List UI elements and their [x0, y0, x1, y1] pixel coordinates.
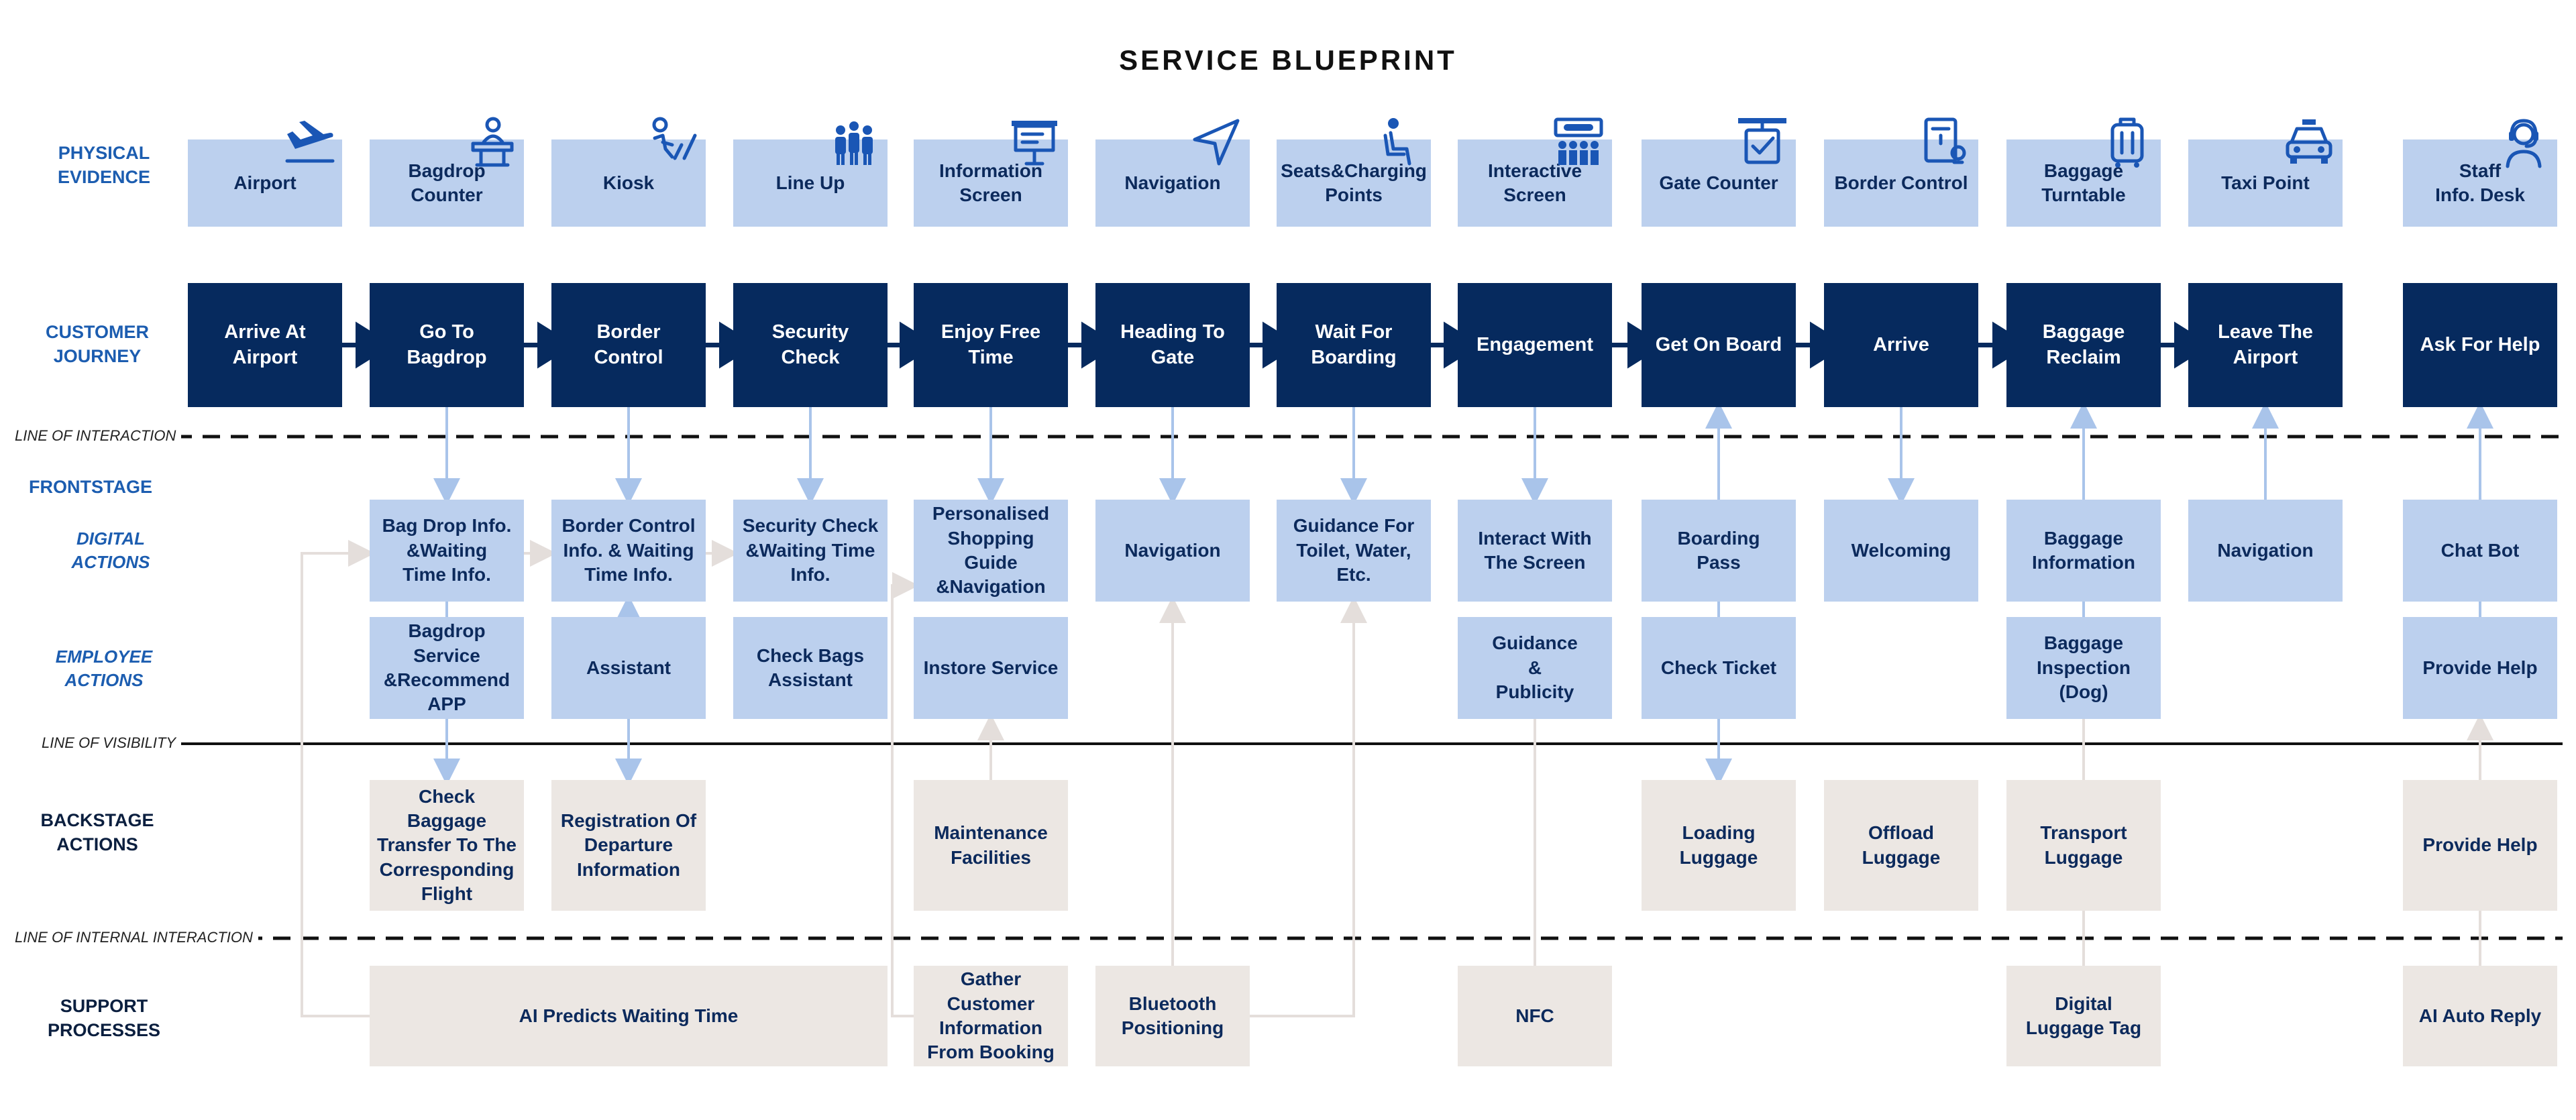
row-label-customer-journey: CUSTOMER JOURNEY	[45, 322, 149, 367]
employee-action-provide-help: Provide Help	[2403, 617, 2557, 719]
airplane-landing-icon	[282, 115, 335, 169]
connector-bluetooth-guidance	[1250, 596, 1367, 1017]
digital-action-personalised-shopping-guide-navigation: Personalised Shopping Guide &Navigation	[914, 500, 1068, 602]
row-label-frontstage: FRONTSTAGE	[29, 477, 152, 497]
page-title: SERVICE BLUEPRINT	[1119, 44, 1457, 76]
evidence-seats-charging-points: Seats&Charging Points	[1277, 139, 1431, 227]
support-process-digital-luggage-tag: Digital Luggage Tag	[2006, 966, 2161, 1066]
support-process-ai-auto-reply: AI Auto Reply	[2403, 966, 2557, 1066]
journey-enjoy-free-time: Enjoy Free Time	[914, 283, 1068, 407]
presentation-screen-icon	[1008, 115, 1061, 169]
journey-arrive: Arrive	[1824, 283, 1978, 407]
journey-arrive-at-airport: Arrive At Airport	[188, 283, 342, 407]
support-process-bluetooth-positioning: Bluetooth Positioning	[1095, 966, 1250, 1066]
digital-action-bag-drop-info-waiting-time-info: Bag Drop Info. &Waiting Time Info.	[370, 500, 524, 602]
gate-sign-icon	[1735, 115, 1789, 169]
headset-staff-icon	[2497, 115, 2551, 169]
connector-ai-bagdrop	[301, 540, 375, 1017]
row-label-physical-evidence: PHYSICAL EVIDENCE	[57, 143, 151, 188]
evidence-line-up: Line Up	[733, 139, 888, 227]
seated-person-icon	[1371, 115, 1424, 169]
backstage-action-check-baggage-transfer-to-the-corresponding-flight: Check Baggage Transfer To The Correspond…	[370, 780, 524, 911]
backstage-action-transport-luggage: Transport Luggage	[2006, 780, 2161, 911]
journey-go-to-bagdrop: Go To Bagdrop	[370, 283, 524, 407]
digital-action-baggage-information: Baggage Information	[2006, 500, 2161, 602]
digital-action-welcoming: Welcoming	[1824, 500, 1978, 602]
journey-engagement: Engagement	[1458, 283, 1612, 407]
journey-leave-the-airport: Leave The Airport	[2188, 283, 2343, 407]
journey-heading-to-gate: Heading To Gate	[1095, 283, 1250, 407]
line-of-interaction-label: LINE OF INTERACTION	[15, 427, 182, 445]
journey-ask-for-help: Ask For Help	[2403, 283, 2557, 407]
digital-action-chat-bot: Chat Bot	[2403, 500, 2557, 602]
employee-action-check-ticket: Check Ticket	[1642, 617, 1796, 719]
employee-action-check-bags-assistant: Check Bags Assistant	[733, 617, 888, 719]
journey-security-check: Security Check	[733, 283, 888, 407]
evidence-navigation: Navigation	[1095, 139, 1250, 227]
evidence-kiosk: Kiosk	[551, 139, 706, 227]
counter-staff-icon	[464, 115, 517, 169]
person-at-kiosk-icon	[645, 115, 699, 169]
employee-action-guidance-publicity: Guidance & Publicity	[1458, 617, 1612, 719]
digital-action-interact-with-the-screen: Interact With The Screen	[1458, 500, 1612, 602]
digital-action-navigation: Navigation	[1095, 500, 1250, 602]
evidence-gate-counter: Gate Counter	[1642, 139, 1796, 227]
journey-wait-for-boarding: Wait For Boarding	[1277, 283, 1431, 407]
evidence-taxi-point: Taxi Point	[2188, 139, 2343, 227]
backstage-action-maintenance-facilities: Maintenance Facilities	[914, 780, 1068, 911]
row-label-backstage-actions: BACKSTAGE ACTIONS	[40, 810, 154, 855]
connector-gather-personalised	[891, 572, 919, 1017]
journey-baggage-reclaim: Baggage Reclaim	[2006, 283, 2161, 407]
line-of-internal-interaction-label: LINE OF INTERNAL INTERACTION	[15, 929, 258, 946]
luggage-icon	[2100, 115, 2154, 169]
support-process-nfc: NFC	[1458, 966, 1612, 1066]
line-of-visibility-label: LINE OF VISIBILITY	[42, 734, 182, 752]
employee-action-instore-service: Instore Service	[914, 617, 1068, 719]
journey-get-on-board: Get On Board	[1642, 283, 1796, 407]
support-process-ai-predicts-waiting-time: AI Predicts Waiting Time	[370, 966, 888, 1066]
journey-border-control: Border Control	[551, 283, 706, 407]
navigation-arrow-icon	[1189, 115, 1243, 169]
employee-action-assistant: Assistant	[551, 617, 706, 719]
employee-action-baggage-inspection-dog: Baggage Inspection (Dog)	[2006, 617, 2161, 719]
taxi-icon	[2282, 115, 2336, 169]
row-label-digital-actions: DIGITAL ACTIONS	[71, 528, 150, 573]
employee-action-bagdrop-service-recommend-app: Bagdrop Service &Recommend APP	[370, 617, 524, 719]
digital-action-boarding-pass: Boarding Pass	[1642, 500, 1796, 602]
digital-action-navigation: Navigation	[2188, 500, 2343, 602]
row-label-employee-actions: EMPLOYEE ACTIONS	[55, 647, 153, 691]
audience-screen-icon	[1552, 115, 1605, 169]
evidence-bagdrop-counter: Bagdrop Counter	[370, 139, 524, 227]
backstage-action-loading-luggage: Loading Luggage	[1642, 780, 1796, 911]
people-group-icon	[827, 115, 881, 169]
digital-action-security-check-waiting-time-info: Security Check &Waiting Time Info.	[733, 500, 888, 602]
backstage-action-offload-luggage: Offload Luggage	[1824, 780, 1978, 911]
backstage-action-registration-of-departure-information: Registration Of Departure Information	[551, 780, 706, 911]
digital-action-guidance-for-toilet-water-etc: Guidance For Toilet, Water, Etc.	[1277, 500, 1431, 602]
passport-document-icon	[1918, 115, 1972, 169]
support-process-gather-customer-information-from-booking: Gather Customer Information From Booking	[914, 966, 1068, 1066]
row-label-support-processes: SUPPORT PROCESSES	[47, 996, 161, 1041]
backstage-action-provide-help: Provide Help	[2403, 780, 2557, 911]
evidence-baggage-turntable: Baggage Turntable	[2006, 139, 2161, 227]
evidence-airport: Airport	[188, 139, 342, 227]
digital-action-border-control-info-waiting-time-info: Border Control Info. & Waiting Time Info…	[551, 500, 706, 602]
